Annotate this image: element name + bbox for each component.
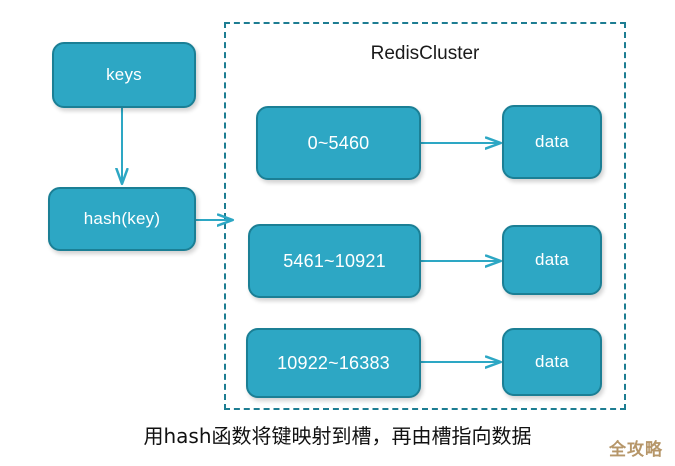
node-slot-10922-16383[interactable]: 10922~16383 [246, 328, 421, 398]
node-data-2[interactable]: data [502, 225, 602, 295]
node-keys[interactable]: keys [52, 42, 196, 108]
node-data-3[interactable]: data [502, 328, 602, 396]
diagram-caption: 用hash函数将键映射到槽，再由槽指向数据 [143, 424, 532, 448]
node-hash-key[interactable]: hash(key) [48, 187, 196, 251]
cluster-title: RedisCluster [370, 43, 480, 64]
node-slot-5461-10921[interactable]: 5461~10921 [248, 224, 421, 298]
node-slot-0-5460[interactable]: 0~5460 [256, 106, 421, 180]
watermark-label: 全攻略 [609, 440, 663, 460]
node-data-1[interactable]: data [502, 105, 602, 179]
